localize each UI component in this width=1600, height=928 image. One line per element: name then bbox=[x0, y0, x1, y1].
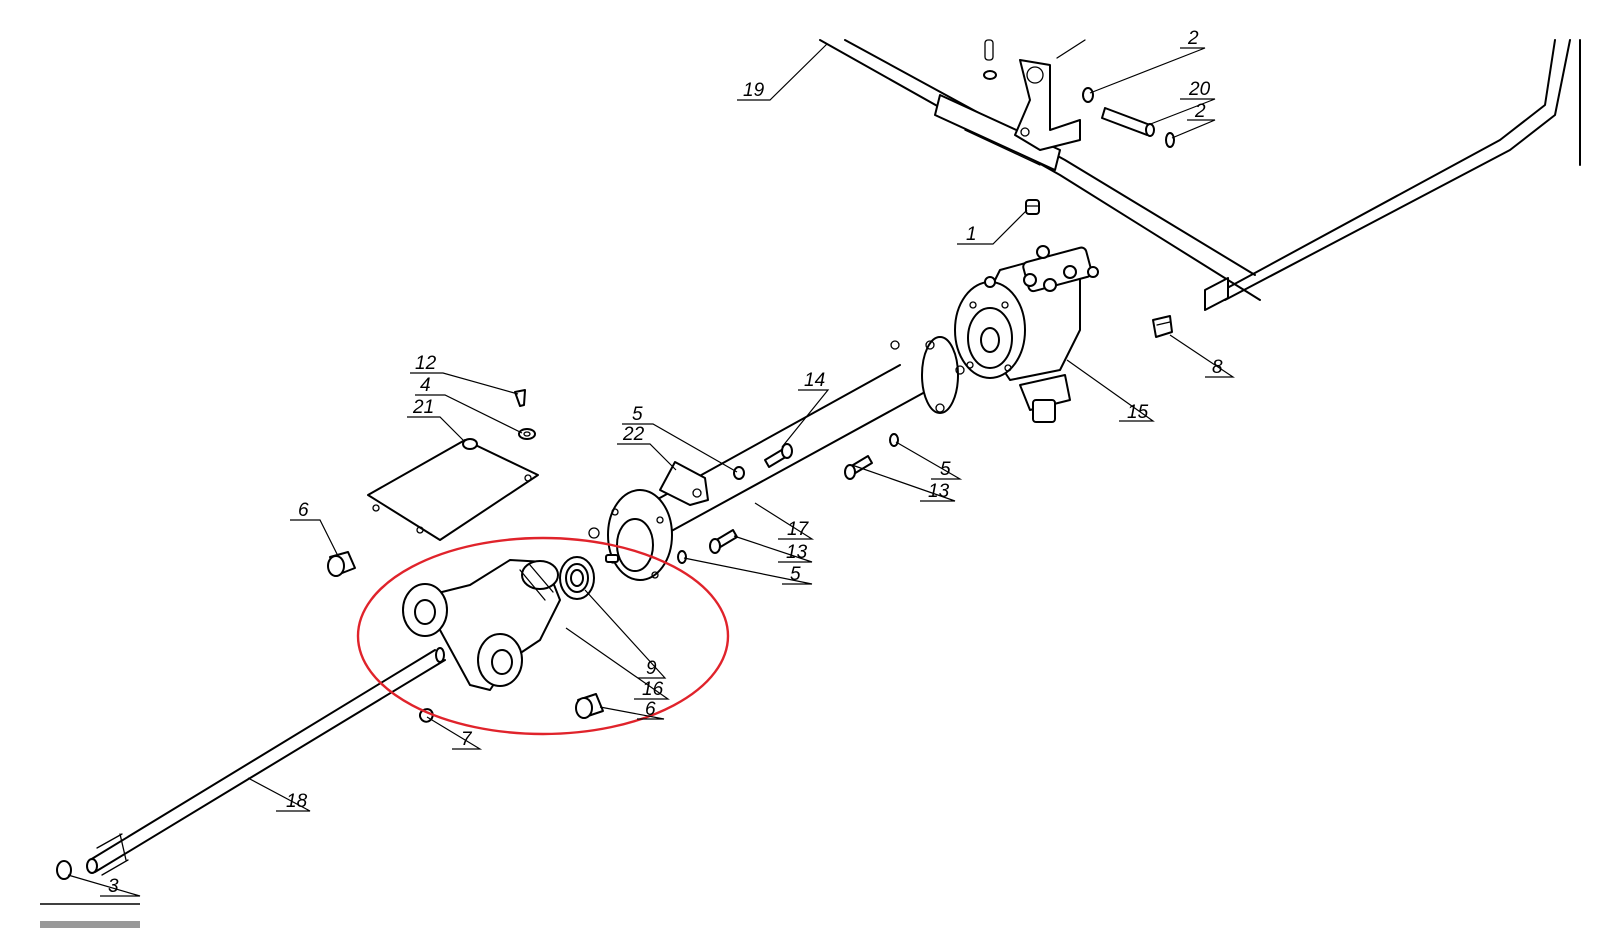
callout-12-label: 12 bbox=[415, 353, 437, 374]
callout-16: 16 bbox=[565, 627, 670, 700]
callout-5b: 5 bbox=[895, 441, 963, 480]
gearbox-part-15 bbox=[954, 245, 1099, 423]
callout-14-label: 14 bbox=[804, 370, 825, 391]
callout-16-label: 16 bbox=[642, 679, 664, 700]
callout-8-label: 8 bbox=[1212, 357, 1223, 378]
callout-13b: 13 bbox=[733, 535, 813, 563]
bushing-part-6-upper bbox=[327, 551, 356, 577]
callout-15-label: 15 bbox=[1127, 402, 1149, 423]
callout-7: 7 bbox=[426, 716, 483, 750]
cap-part-8 bbox=[1152, 315, 1173, 338]
callout-13b-label: 13 bbox=[786, 542, 808, 563]
bolts-and-washers bbox=[677, 433, 899, 564]
callout-5c-label: 5 bbox=[790, 564, 801, 585]
bushing-part-6-lower bbox=[575, 693, 604, 719]
callout-22-label: 22 bbox=[622, 424, 645, 445]
callout-22: 22 bbox=[617, 424, 677, 471]
cover-plate-part-21 bbox=[367, 438, 539, 541]
callout-21: 21 bbox=[407, 397, 465, 442]
callout-5c: 5 bbox=[683, 557, 813, 585]
callout-9-label: 9 bbox=[646, 658, 657, 679]
callout-17: 17 bbox=[754, 502, 815, 540]
washer-part-4 bbox=[518, 428, 536, 440]
callout-19-label: 19 bbox=[743, 80, 765, 101]
callout-5a: 5 bbox=[622, 404, 738, 473]
callout-1: 1 bbox=[957, 209, 1028, 245]
callout-13a-label: 13 bbox=[928, 481, 950, 502]
callout-7-label: 7 bbox=[461, 729, 473, 750]
callout-13a: 13 bbox=[851, 464, 956, 502]
circlip-part-3 bbox=[56, 860, 72, 880]
callout-14: 14 bbox=[781, 370, 830, 448]
screw-part-12 bbox=[514, 389, 526, 407]
callout-4: 4 bbox=[415, 375, 523, 434]
pin-part-20 bbox=[1082, 87, 1175, 148]
callout-18: 18 bbox=[247, 777, 311, 812]
callout-21-label: 21 bbox=[412, 397, 434, 418]
callout-3: 3 bbox=[67, 874, 141, 897]
callout-2b-label: 2 bbox=[1194, 101, 1206, 122]
callout-17-label: 17 bbox=[787, 519, 810, 540]
callout-5a-label: 5 bbox=[632, 404, 643, 425]
callout-2a: 2 bbox=[1089, 28, 1206, 94]
callout-2b: 2 bbox=[1171, 101, 1216, 139]
bottom-rule bbox=[40, 903, 140, 928]
callout-6b: 6 bbox=[599, 699, 665, 720]
callout-19: 19 bbox=[737, 43, 828, 101]
pin-part-7 bbox=[419, 708, 434, 723]
callout-6a-label: 6 bbox=[298, 500, 309, 521]
callout-1-label: 1 bbox=[966, 224, 977, 245]
callout-15: 15 bbox=[1066, 359, 1155, 423]
callout-3-label: 3 bbox=[108, 876, 119, 897]
callout-6a: 6 bbox=[290, 500, 339, 557]
yoke-part-16 bbox=[402, 559, 561, 691]
callout-12: 12 bbox=[410, 353, 519, 395]
callout-18-label: 18 bbox=[286, 791, 308, 812]
bearing-part-9 bbox=[559, 556, 595, 600]
bracket-part-22 bbox=[659, 461, 709, 506]
callout-2a-label: 2 bbox=[1187, 28, 1199, 49]
callout-8: 8 bbox=[1169, 334, 1235, 378]
callout-4-label: 4 bbox=[420, 375, 431, 396]
callout-20-label: 20 bbox=[1188, 79, 1211, 100]
callout-6b-label: 6 bbox=[645, 699, 656, 720]
grease-nipple-part-1 bbox=[1025, 199, 1040, 215]
callout-20: 20 bbox=[1147, 79, 1216, 126]
callout-9: 9 bbox=[584, 589, 667, 679]
shaft-part-18 bbox=[86, 647, 446, 876]
tube-part-17 bbox=[588, 336, 965, 581]
highlight-circle bbox=[356, 536, 730, 736]
callout-5b-label: 5 bbox=[940, 459, 951, 480]
frame-part-19 bbox=[819, 39, 1581, 311]
